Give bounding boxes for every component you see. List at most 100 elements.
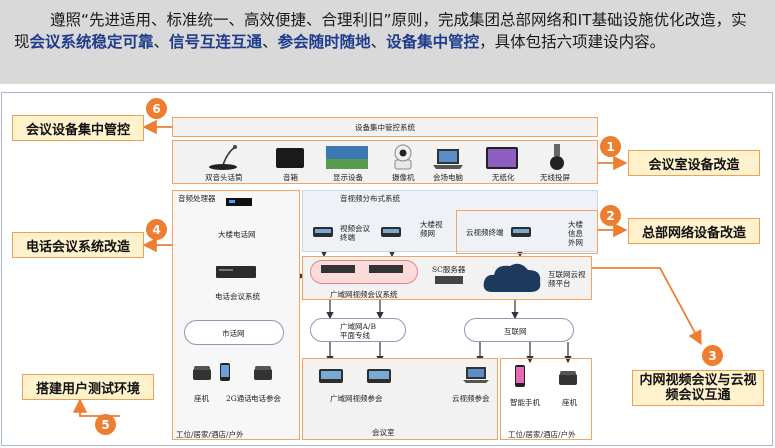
audio-processor-icon [226,198,252,206]
building-info-net-label: 大楼信息外网 [568,220,583,247]
laptop-icon [463,367,489,383]
callout-label: 电话会议系统改造 [25,239,130,255]
mcu-server-icon [321,265,355,273]
mobile-phone-icon [220,363,230,381]
wan-video-system-label: 广域网视频会议系统 [330,290,398,299]
control-system-bar [172,117,598,137]
camera-icon [394,144,412,170]
step-number-2: 2 [600,205,621,226]
step-number-1: 1 [600,136,621,157]
highlight-interconnect: 信号互连互通 [169,33,263,51]
remote-access-box [500,358,592,440]
wan-dedicated-cloud [310,318,406,342]
step-number-text: 6 [152,101,161,116]
video-terminal-icon [367,369,391,383]
tablet-icon [486,147,518,169]
callout-label: 搭建用户测试环境 [35,381,140,397]
display-icon [326,146,368,169]
seat-phone-label: 座机 [194,394,209,403]
laptop-icon [433,149,463,169]
callout-label: 内网视频会议与云视频会议互通 [639,373,757,403]
desk-phone-icon [193,366,211,380]
diagram-frame [1,92,773,446]
intro-banner: 遵照“先进适用、标准统一、高效便捷、合理利旧”原则，完成集团总部网络和IT基础设… [0,0,775,84]
microphone-icon [209,145,237,170]
audio-processor-label: 音频处理器 [178,194,216,203]
desk-phone-icon [254,366,272,380]
cloud-attend-label: 云视频参会 [452,394,490,403]
internet-cloud-icon [483,263,541,292]
step-number-text: 2 [606,208,615,223]
sc-server-icon [435,276,463,284]
callout-phone-conference: 电话会议系统改造 [12,232,144,258]
callout-hq-network: 总部网络设备改造 [628,218,760,244]
building-phone-net-label: 大楼电话网 [218,230,256,239]
office-home-right-label: 工位/居家/酒店/户外 [508,430,576,439]
meeting-room-label: 会议室 [372,428,395,437]
smartphone-label: 智能手机 [510,398,540,407]
step-number-text: 1 [606,139,615,154]
office-home-left-label: 工位/居家/酒店/户外 [176,430,244,439]
intro-separator: 、 [262,33,278,51]
callout-label: 总部网络设备改造 [641,225,746,241]
highlight-control: 设备集中管控 [386,33,480,51]
step-number-3: 3 [702,345,723,366]
building-video-net-label: 大楼视频网 [420,220,443,238]
step-number-4: 4 [146,219,167,240]
internet-cloud-platform-label: 互联网云视频平台 [548,270,586,288]
step-number-5: 5 [95,414,116,435]
step-number-text: 3 [708,348,717,363]
wan-dedicated-label: 广域网A/B平面专线 [340,322,376,340]
highlight-anywhere: 参会随时随地 [277,33,371,51]
phone-conf-column [172,190,300,440]
callout-label: 会议室设备改造 [648,157,740,173]
camera-label: 摄像机 [392,173,415,182]
pc-label: 会场电脑 [433,173,463,182]
smartphone-icon [515,365,525,387]
intro-text: 遵照“先进适用、标准统一、高效便捷、合理利旧”原则，完成集团总部网络和IT基础设… [14,11,747,51]
intro-text-end: ，具体包括六项建设内容。 [479,33,666,51]
step-number-text: 5 [101,417,110,432]
wireless-dongle-icon [550,144,564,170]
city-phone-cloud [184,320,284,345]
step-number-6: 6 [146,98,167,119]
callout-central-control: 会议设备集中管控 [12,115,144,141]
video-dist-area [302,190,598,252]
paperless-label: 无纸化 [492,173,515,182]
intro-separator: 、 [153,33,170,51]
internet-label: 互联网 [504,327,527,336]
speaker-label: 音箱 [283,173,298,182]
video-terminal-icon [319,369,343,383]
internet-cloud [464,318,574,342]
wan-attend-label: 广域网视频参会 [330,394,383,403]
callout-meeting-room-devices: 会议室设备改造 [628,150,760,176]
video-terminal-icon [381,227,401,237]
step-number-text: 4 [152,222,161,237]
meeting-devices-box [172,140,598,184]
video-terminal-label: 视频会议终端 [340,224,370,242]
callout-user-test-env: 搭建用户测试环境 [22,374,154,400]
mic-label: 双音头话筒 [205,173,243,182]
display-label: 显示设备 [333,173,363,182]
network-upgrade-box [456,210,598,254]
mcu-server-icon [369,265,403,273]
cloud-terminal-label: 云视频终端 [466,228,504,237]
phone-attend-label: 电话参会 [251,394,281,403]
callout-label: 会议设备集中管控 [25,122,130,138]
phone-2g-label: 2G通话 [226,394,252,403]
callout-video-interop: 内网视频会议与云视频会议互通 [632,370,764,406]
wireless-label: 无线投屏 [540,173,570,182]
video-terminal-icon [313,227,333,237]
cloud-terminal-icon [511,227,531,237]
city-phone-net-label: 市话网 [222,329,245,338]
highlight-stable: 会议系统稳定可靠 [29,33,154,51]
desk-phone-icon [559,371,577,385]
sc-server-label: SC服务器 [432,265,466,274]
phone-conf-system-label: 电话会议系统 [215,292,260,301]
control-system-label: 设备集中管控系统 [355,123,415,132]
video-dist-label: 音视频分布式系统 [340,194,400,203]
intro-separator: 、 [370,33,387,51]
speaker-icon [276,148,304,168]
phone-conf-server-icon [216,266,256,278]
seat-right-label: 座机 [562,398,577,407]
